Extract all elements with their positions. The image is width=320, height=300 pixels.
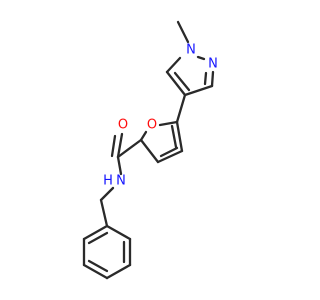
bond-c5-c4-inner bbox=[173, 71, 191, 92]
atom-furan-o: O bbox=[147, 118, 157, 133]
bond-n-ch2 bbox=[99, 186, 115, 202]
bond-methyl-n1 bbox=[176, 20, 190, 44]
bond-c2f-carbonyl bbox=[116, 138, 143, 159]
bond-carbonyl-n bbox=[116, 155, 123, 176]
atom-labels: N N O O N H bbox=[103, 43, 218, 189]
bonds bbox=[82, 20, 215, 280]
bond-o-c2f bbox=[139, 130, 148, 142]
bond-carbonyl-o bbox=[116, 132, 124, 159]
atom-pyrazole-n2: N bbox=[208, 57, 218, 72]
bond-pyrazole-furan bbox=[175, 93, 187, 124]
bond-c3f-c4f-inner bbox=[159, 146, 179, 158]
bond-c5f-o bbox=[158, 120, 179, 127]
bond-n1-c5 bbox=[165, 56, 182, 74]
bond-c4-c3 bbox=[183, 84, 214, 97]
molecule-structure: N N O O N H bbox=[82, 20, 218, 280]
atom-amide-h: H bbox=[103, 174, 113, 189]
bond-c3-n2-inner bbox=[203, 71, 208, 86]
bond-c4f-c5f-inner bbox=[170, 124, 178, 149]
atom-pyrazole-n1: N bbox=[186, 43, 196, 58]
atom-carbonyl-o: O bbox=[118, 118, 128, 133]
bond-c3f-c4f bbox=[156, 149, 184, 164]
bond-carbonyl-o-inner bbox=[110, 134, 117, 158]
bond-c5-c4 bbox=[165, 70, 187, 97]
bond-n2-n1 bbox=[196, 55, 206, 61]
bond-ph-6-1 bbox=[82, 224, 109, 241]
bond-ph-3-4 bbox=[105, 263, 132, 280]
bond-ph-1-2 bbox=[105, 224, 132, 241]
bond-ph-4-5-inner bbox=[87, 259, 109, 273]
bond-c2f-c3f bbox=[139, 138, 160, 164]
bond-c3-n2 bbox=[210, 70, 215, 88]
bond-c4f-c5f bbox=[175, 120, 184, 153]
bond-ch2-phenyl bbox=[99, 198, 109, 228]
atom-amide-n: N bbox=[116, 174, 126, 189]
bond-ph-6-1-inner bbox=[87, 231, 109, 245]
bond-ph-4-5 bbox=[82, 263, 109, 280]
